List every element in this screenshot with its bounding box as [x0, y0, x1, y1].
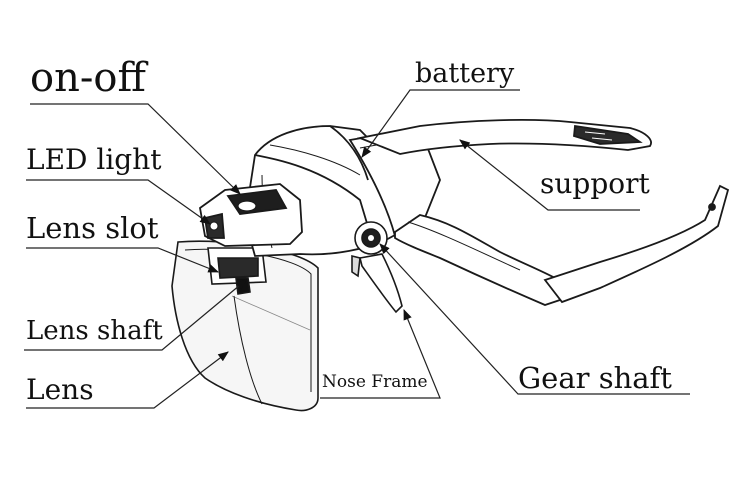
label-nose-frame: Nose Frame [322, 372, 428, 392]
label-lens-shaft: Lens shaft [26, 316, 163, 346]
label-lens: Lens [26, 373, 94, 406]
leader-nose-frame [320, 309, 441, 399]
leader-lines [24, 89, 690, 409]
label-led-light: LED light [26, 143, 162, 176]
leader-led-light [26, 179, 211, 225]
label-lens-slot: Lens slot [26, 211, 159, 245]
led-light-unit [199, 183, 303, 247]
leader-lens-shaft [24, 279, 247, 351]
nose-frame [351, 253, 403, 314]
temple-arm [394, 184, 730, 306]
leader-battery [361, 89, 520, 158]
leader-support [459, 139, 640, 211]
leader-lens [26, 351, 229, 409]
label-on-off: on-off [30, 55, 146, 101]
label-support: support [540, 167, 650, 200]
leader-on-off [30, 103, 241, 195]
leader-gear-shaft [379, 243, 690, 395]
label-gear-shaft: Gear shaft [518, 361, 672, 395]
lens-plate [171, 240, 319, 412]
gear-shaft [354, 221, 388, 255]
top-support-band [356, 119, 652, 155]
label-battery: battery [415, 58, 515, 89]
leader-lens-slot [26, 247, 220, 273]
